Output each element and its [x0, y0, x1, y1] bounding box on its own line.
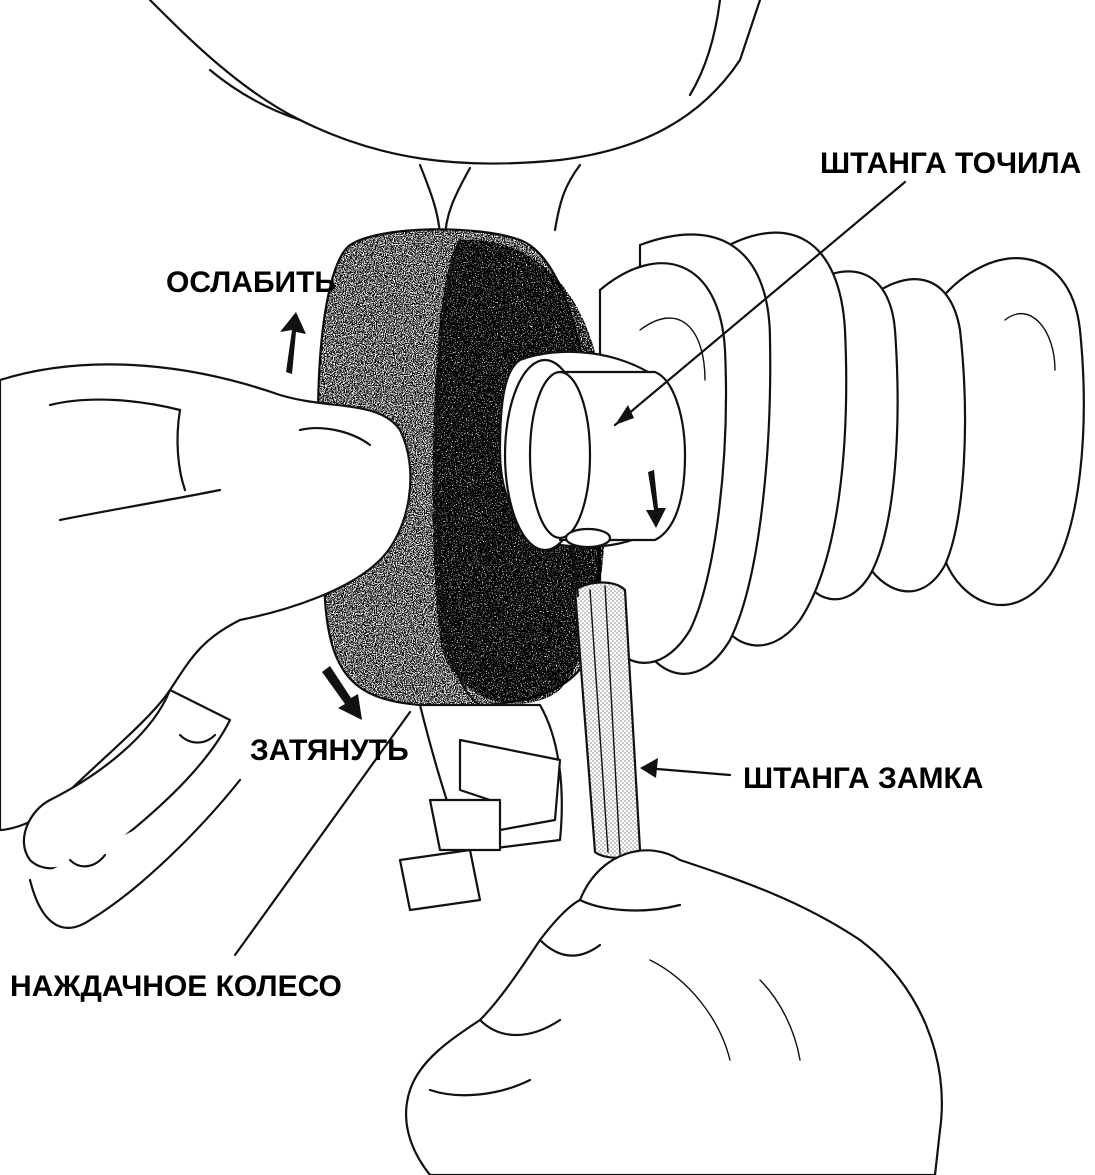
label-grinding-wheel: НАЖДАЧНОЕ КОЛЕСО — [10, 970, 342, 1003]
right-hand — [406, 850, 942, 1175]
label-lock-rod: ШТАНГА ЗАМКА — [743, 762, 983, 795]
label-sharpener-rod: ШТАНГА ТОЧИЛА — [820, 147, 1081, 180]
label-tighten: ЗАТЯНУТЬ — [250, 734, 409, 767]
loosen-arrow-icon — [280, 312, 306, 374]
lock-mechanism — [400, 705, 562, 910]
lock-rod-leader — [645, 768, 730, 775]
upper-body-sketch — [150, 0, 760, 240]
label-loosen: ОСЛАБИТЬ — [166, 266, 336, 299]
